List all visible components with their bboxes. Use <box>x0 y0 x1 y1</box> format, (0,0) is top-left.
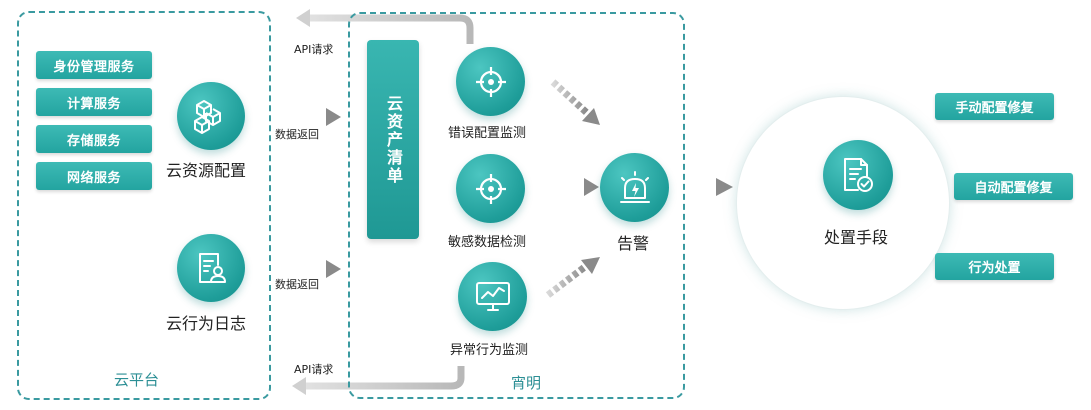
target-icon <box>475 173 506 204</box>
siren-icon <box>619 170 650 203</box>
manual-fix-button[interactable]: 手动配置修复 <box>935 93 1054 120</box>
resource-config-label: 云资源配置 <box>166 161 247 180</box>
target-icon <box>475 66 506 97</box>
service-identity: 身份管理服务 <box>36 51 152 79</box>
resource-config-node <box>177 82 245 150</box>
cloud-platform-group <box>17 11 271 400</box>
alert-node <box>600 153 669 222</box>
behavior-handling-button[interactable]: 行为处置 <box>935 253 1054 280</box>
api-request-top-label: API请求 <box>294 43 334 56</box>
misconfig-to-alert-arrow <box>550 79 600 125</box>
data-return-bottom-label: 数据返回 <box>275 278 319 291</box>
abnormal-behavior-detection-label: 异常行为监测 <box>450 343 529 358</box>
service-compute: 计算服务 <box>36 88 152 116</box>
data-return-top-arrow <box>278 108 341 126</box>
cubes-icon <box>194 100 221 134</box>
sensitive-data-detection-node <box>456 154 525 223</box>
api-request-bottom-label: API请求 <box>294 363 334 376</box>
asset-inventory-label: 云资产清单 <box>384 94 403 185</box>
alert-to-handling-arrow <box>676 178 733 196</box>
alert-label: 告警 <box>617 234 650 253</box>
handling-node <box>823 140 893 210</box>
misconfig-detection-label: 错误配置监测 <box>448 126 527 141</box>
behavior-to-alert-arrow <box>545 257 600 298</box>
asset-inventory-bar: 云资产清单 <box>367 40 419 239</box>
api-request-top-arrow <box>296 9 474 44</box>
auto-fix-button[interactable]: 自动配置修复 <box>954 173 1073 200</box>
api-request-bottom-arrow <box>292 366 465 395</box>
misconfig-detection-node <box>456 47 525 116</box>
monitor-chart-icon <box>475 281 510 311</box>
handling-label: 处置手段 <box>824 228 889 247</box>
document-check-icon <box>844 158 873 192</box>
service-storage: 存储服务 <box>36 125 152 153</box>
behavior-log-node <box>177 234 245 302</box>
xiaoming-group <box>348 12 685 399</box>
sensitive-data-detection-label: 敏感数据检测 <box>448 235 527 250</box>
cloud-platform-label: 云平台 <box>114 371 160 389</box>
xiaoming-label: 宵明 <box>511 374 542 392</box>
behavior-log-label: 云行为日志 <box>166 314 247 333</box>
log-user-icon <box>199 253 226 283</box>
data-return-top-label: 数据返回 <box>275 128 319 141</box>
abnormal-behavior-detection-node <box>458 262 527 331</box>
sensitive-to-alert-arrow <box>550 178 599 196</box>
service-network: 网络服务 <box>36 162 152 190</box>
data-return-bottom-arrow <box>278 260 341 278</box>
